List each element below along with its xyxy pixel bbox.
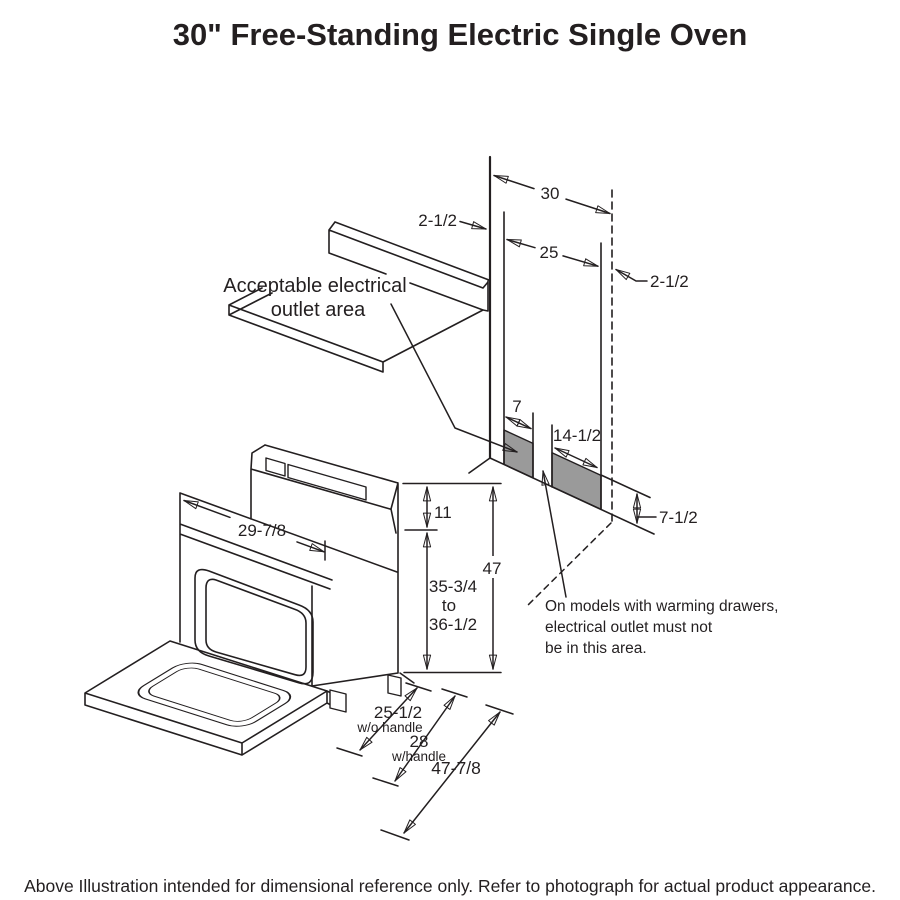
dim-range-width-label: 29-7/8	[238, 521, 286, 540]
dim-29-line-right	[296, 541, 325, 553]
dim-outlet-height: 7-1/2	[632, 493, 698, 527]
outlet-area-leader	[390, 303, 518, 453]
countertop-lines	[228, 221, 490, 373]
dim-depth-door-open-label: 47-7/8	[431, 758, 481, 778]
dim-14-line	[554, 447, 598, 469]
countertop-illustration	[228, 221, 490, 373]
dim-cooktop-height-join-label: to	[442, 596, 456, 615]
dim-cabinet-opening: 25	[506, 238, 599, 267]
dim-clearance-left-leader	[459, 220, 487, 230]
dim-backguard-height-label: 11	[434, 503, 452, 522]
footer-disclaimer: Above Illustration intended for dimensio…	[24, 876, 876, 896]
dim-47-label-mask	[478, 556, 508, 578]
dim-clearance-right-label: 2-1/2	[650, 272, 689, 291]
dim-25half-ticks	[336, 682, 432, 757]
warming-note-leader	[541, 470, 567, 598]
dim-outlet-left-width: 7	[505, 397, 532, 430]
dim-depth-ext	[399, 672, 415, 684]
dim-7-line	[505, 416, 532, 430]
outlet-area-label-line2: outlet area	[271, 299, 366, 321]
dim-outlet-height-label: 7-1/2	[659, 508, 698, 527]
dim-25-line-right	[562, 255, 599, 267]
wall-lines	[468, 211, 655, 535]
warming-note-line3: be in this area.	[545, 640, 647, 657]
dim-cooktop-height-max-label: 36-1/2	[429, 615, 477, 634]
dim-28-ticks	[372, 688, 468, 787]
warming-drawer-annotation: On models with warming drawers, electric…	[526, 470, 778, 657]
warming-note-dashed-leader	[526, 522, 612, 607]
range-foot-rear	[387, 674, 402, 697]
dim-depth-group: 25-1/2 w/o handle 28 w/handle 47-7/8	[336, 672, 514, 841]
oven-opening-inner	[205, 578, 307, 677]
dim-cooktop-height-min-label: 35-3/4	[429, 577, 477, 596]
control-panel-display-small	[265, 457, 286, 477]
dim-cabinet-opening-label: 25	[540, 243, 559, 262]
oven-door-open-lines	[84, 640, 332, 756]
dim-vertical-group: 11 35-3/4 to 36-1/2 47	[402, 482, 508, 674]
warming-note-line2: electrical outlet must not	[545, 619, 713, 636]
warming-note-line1: On models with warming drawers,	[545, 598, 778, 615]
dim-range-width: 29-7/8	[183, 499, 326, 561]
control-panel-display-large	[287, 463, 367, 501]
dim-30-line-right	[565, 198, 611, 215]
dim-47-78-line	[403, 711, 501, 834]
dim-clearance-left-label: 2-1/2	[418, 211, 457, 230]
dim-clearance-left: 2-1/2	[418, 211, 487, 230]
door-window-inner	[148, 667, 281, 722]
dim-wall-opening: 30	[493, 174, 611, 215]
dim-extension-lines	[402, 482, 502, 674]
dim-overall-height-label: 47	[483, 559, 502, 578]
range-foot-front	[329, 689, 347, 713]
dim-clearance-right-leader	[615, 268, 648, 282]
door-window-outer	[137, 662, 292, 727]
dim-25-line-left	[506, 238, 536, 249]
dim-clearance-right: 2-1/2	[615, 268, 689, 291]
dim-outlet-right-width-label: 14-1/2	[553, 426, 601, 445]
door-window	[137, 662, 292, 727]
dim-outlet-left-width-label: 7	[512, 397, 521, 416]
outlet-area-annotation: Acceptable electrical outlet area	[223, 275, 518, 453]
range-body-lines	[179, 444, 399, 687]
range-illustration	[84, 444, 402, 756]
dim-47-78-ticks	[380, 704, 514, 841]
dim-wall-opening-label: 30	[541, 184, 560, 203]
dim-30-line-left	[493, 174, 535, 190]
dim-outlet-right-width: 14-1/2	[553, 426, 601, 469]
page-title: 30" Free-Standing Electric Single Oven	[173, 17, 748, 52]
outlet-area-label-line1: Acceptable electrical	[223, 275, 406, 297]
dim-29-line-left	[183, 499, 231, 519]
